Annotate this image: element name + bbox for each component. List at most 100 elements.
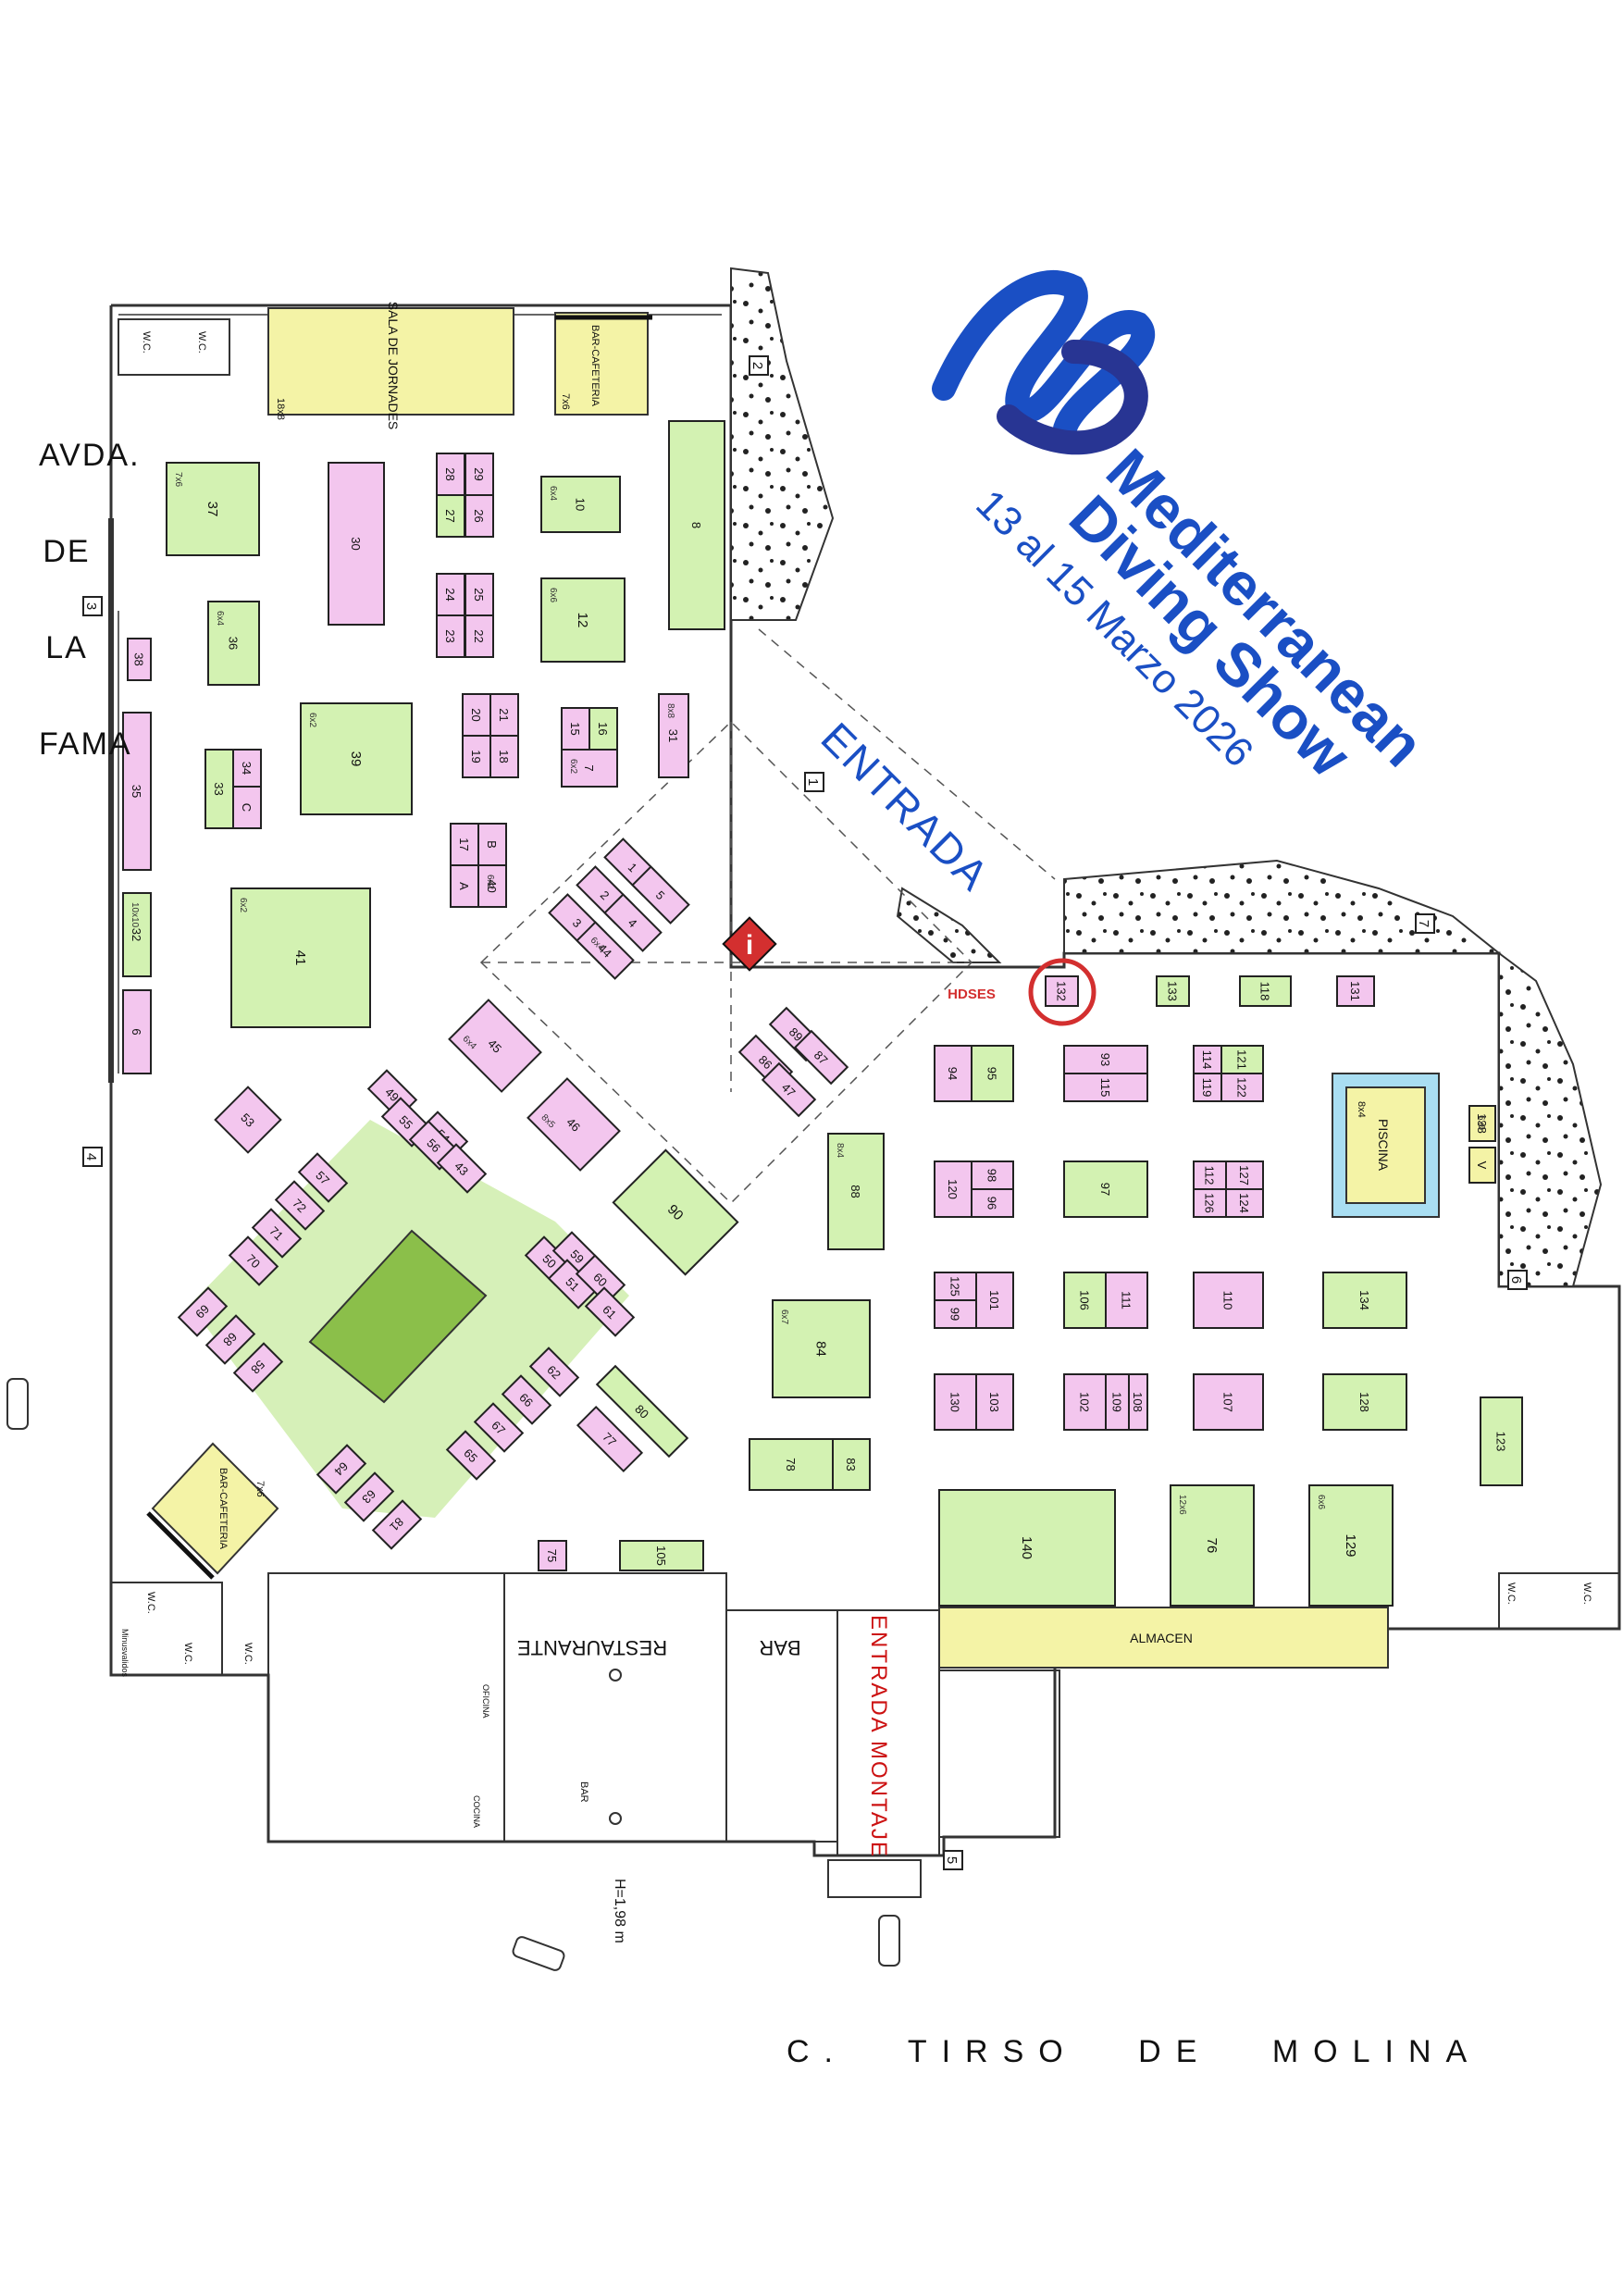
stand-A[interactable]: A [450,864,479,908]
stand-78[interactable]: 78 [749,1438,834,1491]
stand-35[interactable]: 35 [122,712,152,871]
stand-V[interactable]: V [1468,1147,1496,1184]
stand-34[interactable]: 34 [232,749,262,788]
stand-94[interactable]: 94 [934,1045,973,1102]
stand-24[interactable]: 24 [436,573,465,616]
stand-4[interactable]: 4 [603,893,663,952]
stand-90[interactable]: 90 [612,1148,739,1276]
stand-75[interactable]: 75 [538,1540,567,1571]
stand-134[interactable]: 134 [1322,1272,1407,1329]
stand-71[interactable]: 71 [251,1208,303,1259]
stand-62[interactable]: 62 [528,1347,580,1397]
stand-33[interactable]: 33 [204,749,234,829]
stand-106[interactable]: 106 [1063,1272,1107,1329]
stand-80[interactable]: 80 [595,1364,689,1458]
stand-108[interactable]: 108 [1128,1373,1148,1431]
stand-111[interactable]: 111 [1105,1272,1148,1329]
stand-C[interactable]: C [232,786,262,829]
stand-97[interactable]: 97 [1063,1160,1148,1218]
stand-6[interactable]: 6 [122,989,152,1074]
stand-114[interactable]: 114 [1193,1045,1222,1074]
stand-123[interactable]: 123 [1480,1396,1523,1486]
stand-61[interactable]: 61 [584,1286,636,1337]
stand-98[interactable]: 98 [971,1160,1014,1190]
stand-124[interactable]: 124 [1225,1188,1264,1218]
stand-43[interactable]: 43 [436,1143,488,1194]
stand-20[interactable]: 20 [462,693,491,737]
stand-87[interactable]: 87 [793,1029,849,1086]
stand-5[interactable]: 5 [631,865,690,925]
info-marker[interactable]: i [722,916,777,972]
stand-105[interactable]: 105 [619,1540,704,1571]
stand-95[interactable]: 95 [971,1045,1014,1102]
stand-47[interactable]: 47 [761,1061,817,1118]
stand-72[interactable]: 72 [274,1180,326,1231]
stand-25[interactable]: 25 [465,573,494,616]
stand-77[interactable]: 77 [576,1405,644,1473]
stand-121[interactable]: 121 [1220,1045,1264,1074]
stand-101[interactable]: 101 [975,1272,1014,1329]
stand-B[interactable]: B [477,823,507,866]
stand-109[interactable]: 109 [1105,1373,1130,1431]
stand-140[interactable]: 140 [938,1489,1116,1607]
stand-119[interactable]: 119 [1193,1073,1222,1102]
stand-15[interactable]: 15 [561,707,590,751]
stand-120[interactable]: 120 [934,1160,973,1218]
stand-99[interactable]: 99 [934,1299,977,1329]
stand-126[interactable]: 126 [1193,1188,1227,1218]
stand-132[interactable]: 132 [1045,975,1079,1007]
stand-16[interactable]: 16 [588,707,618,751]
stand-102[interactable]: 102 [1063,1373,1107,1431]
stand-22[interactable]: 22 [465,614,494,658]
stand-93[interactable]: 93 [1063,1045,1148,1074]
stand-67[interactable]: 67 [473,1402,525,1453]
stand-131[interactable]: 131 [1336,975,1375,1007]
stand-38[interactable]: 38 [127,638,152,681]
stand-28[interactable]: 28 [436,453,465,496]
stand-21[interactable]: 21 [489,693,519,737]
stand-66[interactable]: 66 [501,1374,552,1425]
stand-8[interactable]: 8 [668,420,725,630]
stand-27[interactable]: 27 [436,494,465,538]
stand-17[interactable]: 17 [450,823,479,866]
stand-83[interactable]: 83 [832,1438,871,1491]
stand-127[interactable]: 127 [1225,1160,1264,1190]
stand-112[interactable]: 112 [1193,1160,1227,1190]
stand-63[interactable]: 63 [343,1471,395,1522]
stand-64[interactable]: 64 [316,1444,367,1495]
stand-65[interactable]: 65 [445,1430,497,1481]
stand-58[interactable]: 58 [232,1342,284,1393]
stand-70[interactable]: 70 [228,1235,279,1286]
stand-81[interactable]: 81 [371,1499,423,1550]
stand-103[interactable]: 103 [975,1373,1014,1431]
stand-130[interactable]: 130 [934,1373,977,1431]
stand-122[interactable]: 122 [1220,1073,1264,1102]
stand-18[interactable]: 18 [489,735,519,778]
stand-125[interactable]: 125 [934,1272,977,1301]
stand-29[interactable]: 29 [465,453,494,496]
stand-57[interactable]: 57 [297,1152,349,1203]
stand-96[interactable]: 96 [971,1188,1014,1218]
stand-30[interactable]: 30 [328,462,385,626]
stand-115[interactable]: 115 [1063,1073,1148,1102]
stand-23[interactable]: 23 [436,614,465,658]
stand-128[interactable]: 128 [1322,1373,1407,1431]
stand-107[interactable]: 107 [1193,1373,1264,1431]
stand-69[interactable]: 69 [177,1286,229,1337]
stand-133[interactable]: 133 [1156,975,1190,1007]
stand-110[interactable]: 110 [1193,1272,1264,1329]
